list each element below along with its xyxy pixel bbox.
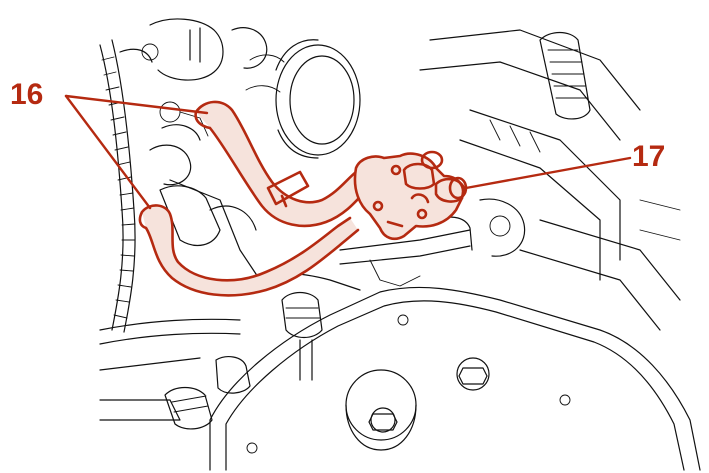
upper-left-components: [119, 18, 268, 186]
upper-hose-outline: [194, 100, 374, 228]
lower-hose-outline: [138, 204, 360, 297]
callout-leaders: [64, 94, 632, 210]
leader-17: [464, 156, 632, 190]
upper-hose-fill: [196, 101, 372, 226]
engine-cover-plate: [209, 286, 701, 471]
outlet-nipple-upper: [402, 162, 436, 190]
thermostat-housing-fill: [354, 153, 464, 239]
leader-16-lower: [64, 94, 152, 210]
callout-label-16: 16: [10, 78, 43, 111]
throttle-body: [245, 39, 361, 159]
thermostat-housing-outline: [353, 152, 465, 241]
upper-right-components: [419, 29, 681, 331]
wiring-harness: [99, 39, 136, 333]
coolant-hose-assembly: [138, 100, 468, 297]
engine-background-linework: [99, 18, 701, 471]
lower-left-pipework: [99, 179, 473, 430]
leader-16-upper: [64, 94, 209, 115]
lower-hose-fill: [142, 205, 358, 296]
callout-label-17: 17: [632, 140, 665, 173]
hose-clamp: [266, 170, 310, 206]
